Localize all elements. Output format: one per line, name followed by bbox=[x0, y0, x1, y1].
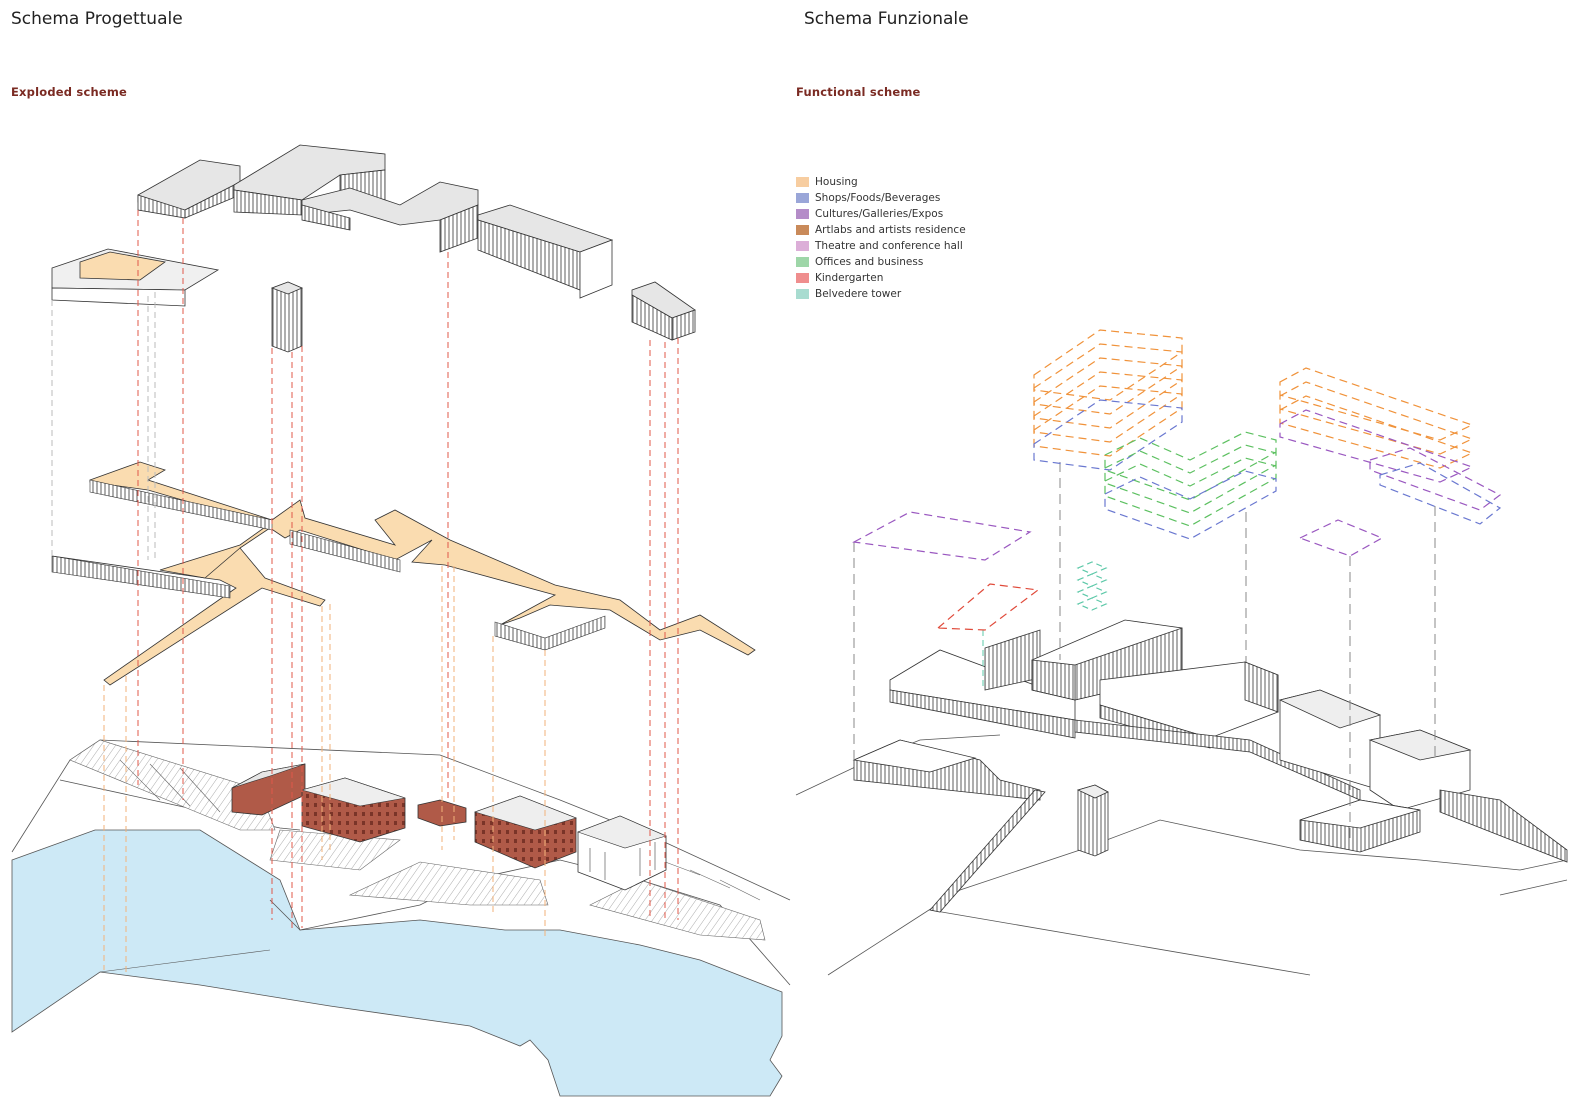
legend-label: Shops/Foods/Beverages bbox=[815, 192, 941, 204]
legend-item: Kindergarten bbox=[796, 270, 966, 286]
legend-label: Offices and business bbox=[815, 256, 924, 268]
legend-label: Kindergarten bbox=[815, 272, 884, 284]
exploded-scheme-drawing bbox=[11, 144, 791, 1097]
right-panel-title: Schema Funzionale bbox=[804, 9, 969, 29]
right-panel-subtitle: Functional scheme bbox=[796, 85, 921, 99]
legend-item: Theatre and conference hall bbox=[796, 238, 966, 254]
legend-swatch bbox=[796, 177, 809, 187]
legend: Housing Shops/Foods/Beverages Cultures/G… bbox=[796, 174, 966, 302]
legend-item: Belvedere tower bbox=[796, 286, 966, 302]
legend-swatch bbox=[796, 257, 809, 267]
legend-item: Shops/Foods/Beverages bbox=[796, 190, 966, 206]
legend-swatch bbox=[796, 273, 809, 283]
legend-swatch bbox=[796, 289, 809, 299]
legend-item: Artlabs and artists residence bbox=[796, 222, 966, 238]
legend-swatch bbox=[796, 241, 809, 251]
legend-item: Offices and business bbox=[796, 254, 966, 270]
legend-item: Cultures/Galleries/Expos bbox=[796, 206, 966, 222]
legend-swatch bbox=[796, 209, 809, 219]
left-panel-subtitle: Exploded scheme bbox=[11, 85, 128, 99]
legend-swatch bbox=[796, 225, 809, 235]
left-panel-title: Schema Progettuale bbox=[11, 9, 183, 29]
legend-label: Cultures/Galleries/Expos bbox=[815, 208, 944, 220]
legend-swatch bbox=[796, 193, 809, 203]
legend-label: Belvedere tower bbox=[815, 288, 902, 300]
legend-item: Housing bbox=[796, 174, 966, 190]
legend-label: Housing bbox=[815, 176, 858, 188]
legend-label: Artlabs and artists residence bbox=[815, 224, 966, 236]
legend-label: Theatre and conference hall bbox=[815, 240, 963, 252]
